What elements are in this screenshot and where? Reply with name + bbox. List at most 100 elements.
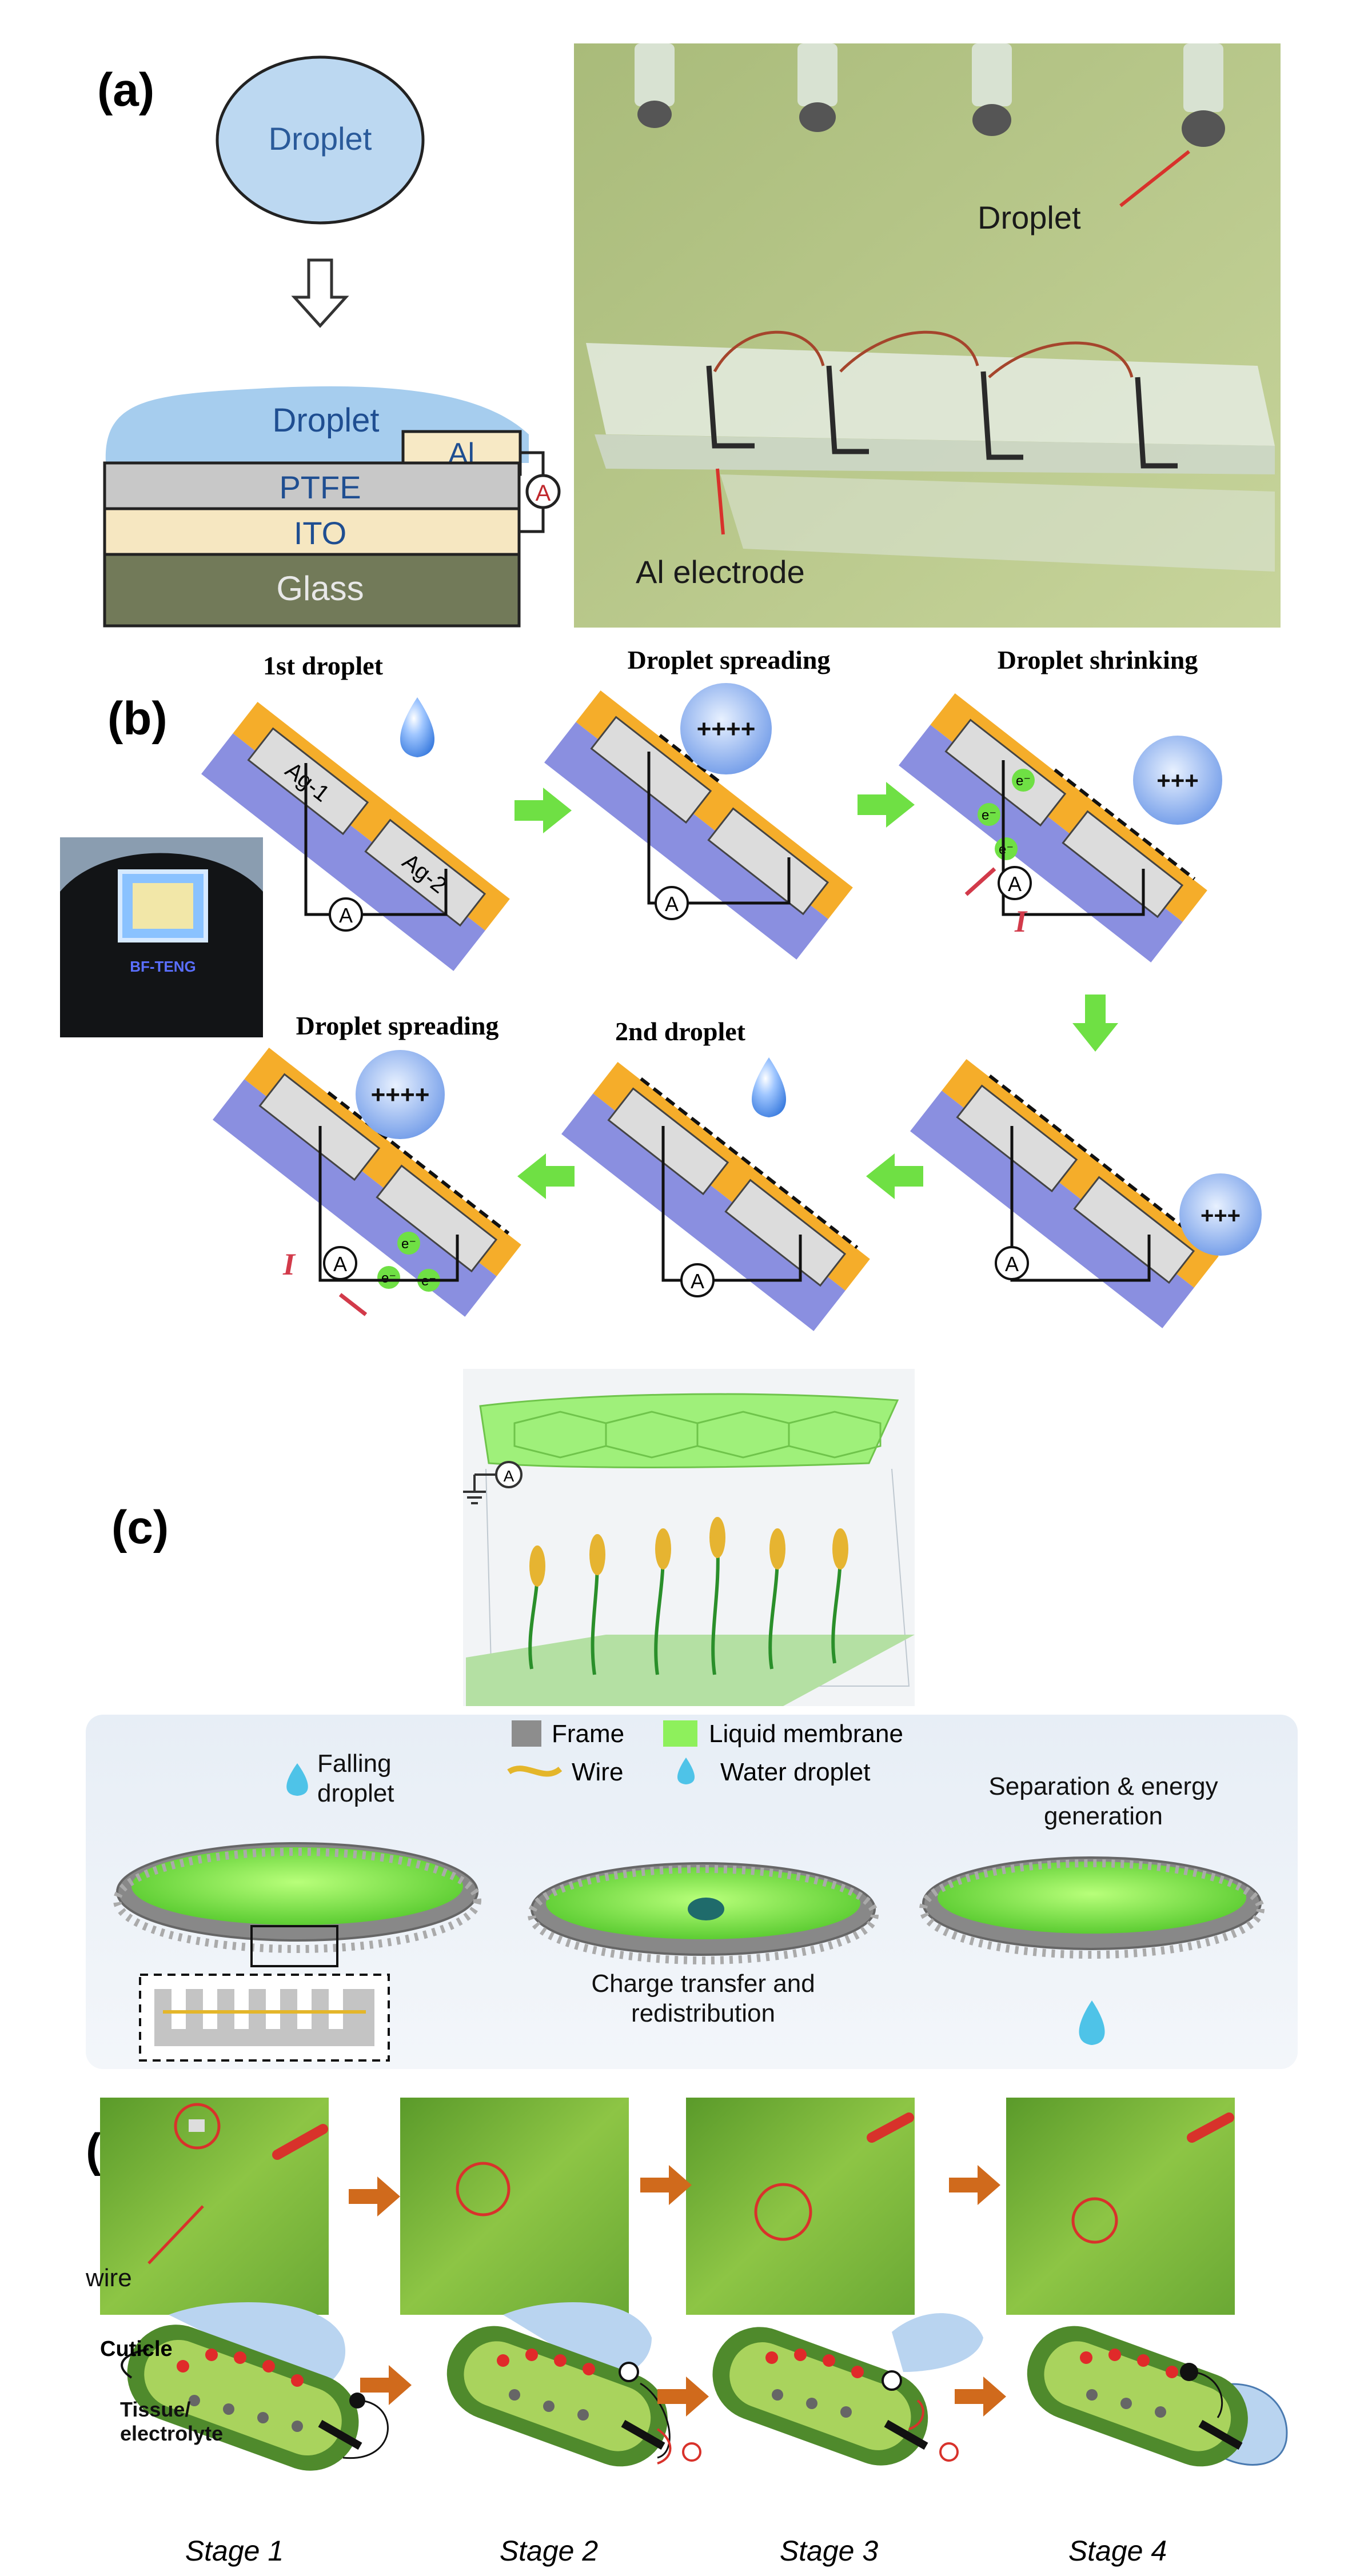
photo-electrode-label: Al electrode — [636, 554, 805, 590]
teng-step4 — [910, 1059, 1219, 1328]
orange-arrow-icon — [955, 2377, 1006, 2417]
green-arrow-icon — [515, 788, 572, 833]
shirt-photo: BF-TENG — [60, 837, 263, 1037]
ground-icon — [463, 1475, 486, 1504]
panel-b-label: (b) — [107, 693, 167, 745]
ammeter-icon: A — [495, 1461, 523, 1488]
stage-cell-1: Cuticle Tissue/ electrolyte — [100, 2302, 389, 2471]
stage-label-1: Stage 1 — [185, 2535, 284, 2567]
separation-label: Separation & energy generation — [988, 1772, 1218, 1830]
legend-wire-icon — [507, 1766, 563, 1777]
plus-charges: ++++ — [697, 715, 756, 743]
panel-d: (d) wire — [85, 2098, 1288, 2567]
leaf-photo-3 — [686, 2098, 915, 2315]
falling-droplet-icon — [286, 1763, 308, 1796]
released-droplet-icon — [1079, 2000, 1105, 2045]
ammeter-icon: A — [323, 1246, 357, 1280]
stage-cell-3 — [712, 2313, 983, 2466]
teng-step1: Ag-1 Ag-2 — [201, 702, 510, 971]
glass-label: Glass — [276, 569, 364, 608]
leaf-photo-1: wire — [85, 2098, 329, 2315]
svg-text:e⁻: e⁻ — [381, 1271, 396, 1286]
current-arrow — [964, 867, 996, 896]
legend-membrane-icon — [663, 1720, 697, 1747]
green-arrow-icon — [1072, 995, 1118, 1052]
orange-arrow-icon — [657, 2377, 709, 2417]
teng-step2 — [544, 690, 853, 960]
svg-text:e⁻: e⁻ — [982, 808, 996, 823]
droplet-ellipse — [216, 55, 425, 225]
legend: Frame Liquid membrane Wire Water droplet — [507, 1720, 903, 1786]
ptfe-label: PTFE — [279, 469, 361, 505]
down-arrow-icon — [291, 258, 349, 328]
green-arrow-icon — [866, 1153, 923, 1199]
svg-text:A: A — [1005, 1252, 1019, 1276]
current-arrow — [338, 1293, 368, 1316]
electron-icons: e⁻ e⁻ e⁻ — [978, 769, 1035, 860]
photo-droplet-label: Droplet — [978, 199, 1081, 235]
droplet-blob-step4 — [1179, 1173, 1262, 1256]
charge-transfer-label: Charge transfer and redistribution — [591, 1970, 815, 2027]
plus-charges: ++++ — [371, 1081, 430, 1109]
teng-step5 — [561, 1062, 870, 1331]
step6-title: Droplet spreading — [296, 1011, 499, 1040]
droplet-blob-step2 — [680, 683, 772, 774]
leaf-photo-4 — [1006, 2098, 1235, 2315]
green-arrow-icon — [517, 1153, 575, 1199]
ammeter-icon: A — [680, 1263, 715, 1297]
step1-title: 1st droplet — [263, 651, 384, 680]
teng-step6 — [213, 1048, 521, 1317]
plus-charges: +++ — [1201, 1203, 1241, 1228]
droplet-layer-label: Droplet — [273, 402, 380, 439]
green-arrow-icon — [858, 782, 915, 828]
stage-label-2: Stage 2 — [500, 2535, 599, 2567]
step3-title: Droplet shrinking — [998, 645, 1198, 674]
svg-text:A: A — [504, 1467, 515, 1485]
legend-frame-icon — [512, 1720, 541, 1747]
svg-text:A: A — [691, 1269, 704, 1293]
teng-step3 — [899, 693, 1207, 962]
legend-membrane: Liquid membrane — [709, 1720, 903, 1748]
legend-droplet: Water droplet — [720, 1758, 870, 1786]
svg-text:A: A — [1008, 872, 1022, 896]
panel-c: (c) — [86, 1369, 1298, 2069]
circuit-step3 — [1002, 760, 1145, 916]
wire-label: wire — [85, 2264, 132, 2292]
droplet-blob-step3 — [1133, 736, 1222, 825]
ring-1 — [113, 1842, 481, 1967]
glass-layer — [103, 553, 521, 628]
step5-title: 2nd droplet — [615, 1017, 746, 1046]
stage-label-3: Stage 3 — [780, 2535, 879, 2567]
panel-b: (b) BF-TENG 1st droplet Droplet spreadin… — [60, 645, 1262, 1331]
ammeter-icon: A — [655, 886, 689, 920]
step2-title: Droplet spreading — [628, 645, 831, 674]
ito-label: ITO — [294, 515, 346, 551]
svg-text:A: A — [536, 481, 551, 506]
droplet-icon — [400, 697, 434, 757]
plus-charges: +++ — [1156, 767, 1199, 794]
grain-heads — [529, 1517, 848, 1587]
circuit-step5 — [661, 1126, 802, 1282]
ammeter-icon: A — [329, 897, 363, 932]
stage-cell-4 — [1027, 2326, 1288, 2467]
nozzles — [635, 43, 1225, 147]
panel-a-label: (a) — [97, 64, 154, 116]
droplet-photo: Droplet Al electrode — [574, 43, 1281, 628]
leaf-photo-2 — [400, 2098, 629, 2315]
orange-arrow-icon — [949, 2165, 1000, 2205]
current-label: I — [282, 1247, 296, 1281]
legend-wire: Wire — [572, 1758, 623, 1786]
tissue-label-box: Tissue/ electrolyte — [120, 2398, 223, 2445]
svg-text:A: A — [665, 892, 679, 916]
svg-text:A: A — [333, 1252, 347, 1276]
separation-label-box: Separation & energy generation — [988, 1772, 1218, 1830]
circuit-step4 — [1010, 1126, 1151, 1282]
ito-layer — [103, 507, 521, 556]
droplet-top-label: Droplet — [269, 121, 372, 157]
stage-label-4: Stage 4 — [1068, 2535, 1167, 2567]
rain-field-illustration: A — [463, 1369, 915, 1706]
legend-frame: Frame — [552, 1720, 624, 1748]
electron-icons: e⁻ e⁻ e⁻ — [377, 1232, 440, 1292]
circuit-step1 — [304, 763, 448, 916]
